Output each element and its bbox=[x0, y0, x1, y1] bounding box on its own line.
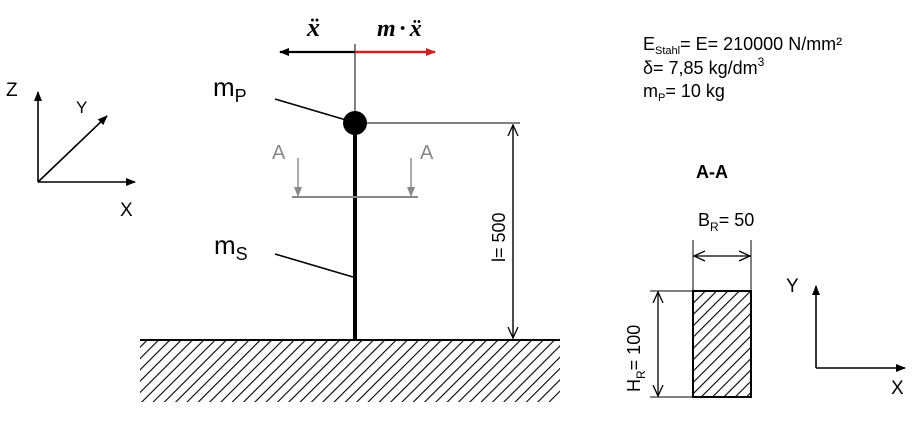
material-properties: EStahl= E= 210000 N/mm² δ= 7,85 kg/dm3 m… bbox=[643, 34, 842, 104]
ground bbox=[140, 339, 560, 402]
inertia-force-label: m·ẍ bbox=[377, 16, 422, 42]
youngs-modulus-text: EStahl= E= 210000 N/mm² bbox=[643, 34, 842, 57]
left-coordinate-system: Z Y X bbox=[6, 80, 136, 221]
ms-label: mS bbox=[214, 230, 248, 264]
point-mass bbox=[343, 111, 367, 135]
y-axis-arrow bbox=[37, 115, 108, 183]
height-label: HR= 100 bbox=[624, 325, 648, 392]
ground-hatch bbox=[140, 340, 560, 402]
acceleration-label: ẍ bbox=[306, 13, 320, 42]
section-rectangle bbox=[692, 290, 752, 398]
mp-label: mP bbox=[213, 72, 247, 106]
density-text: δ= 7,85 kg/dm3 bbox=[643, 55, 765, 78]
cross-section: A-A BR= 50 HR= 100 bbox=[624, 162, 754, 398]
point-mass-text: mP= 10 kg bbox=[643, 81, 725, 104]
section-title: A-A bbox=[696, 162, 728, 182]
length-label: l= 500 bbox=[489, 212, 509, 262]
cut-label-left: A bbox=[272, 142, 286, 164]
right-x-axis-label: X bbox=[891, 378, 904, 399]
ms-leader-line bbox=[274, 253, 354, 278]
section-cut-markers: A A bbox=[272, 142, 434, 198]
y-axis-label: Y bbox=[76, 98, 87, 117]
motion-arrows: ẍ m·ẍ bbox=[279, 13, 436, 118]
length-dimension: l= 500 bbox=[367, 122, 520, 338]
x-axis-label: X bbox=[120, 200, 133, 221]
beam-assembly: mP mS bbox=[213, 72, 367, 340]
right-y-axis-label: Y bbox=[786, 276, 799, 297]
z-axis-label: Z bbox=[6, 80, 18, 101]
width-label: BR= 50 bbox=[698, 210, 754, 234]
cut-label-right: A bbox=[420, 142, 434, 164]
mp-leader-line bbox=[274, 98, 347, 121]
right-coordinate-system: Y X bbox=[786, 276, 906, 399]
